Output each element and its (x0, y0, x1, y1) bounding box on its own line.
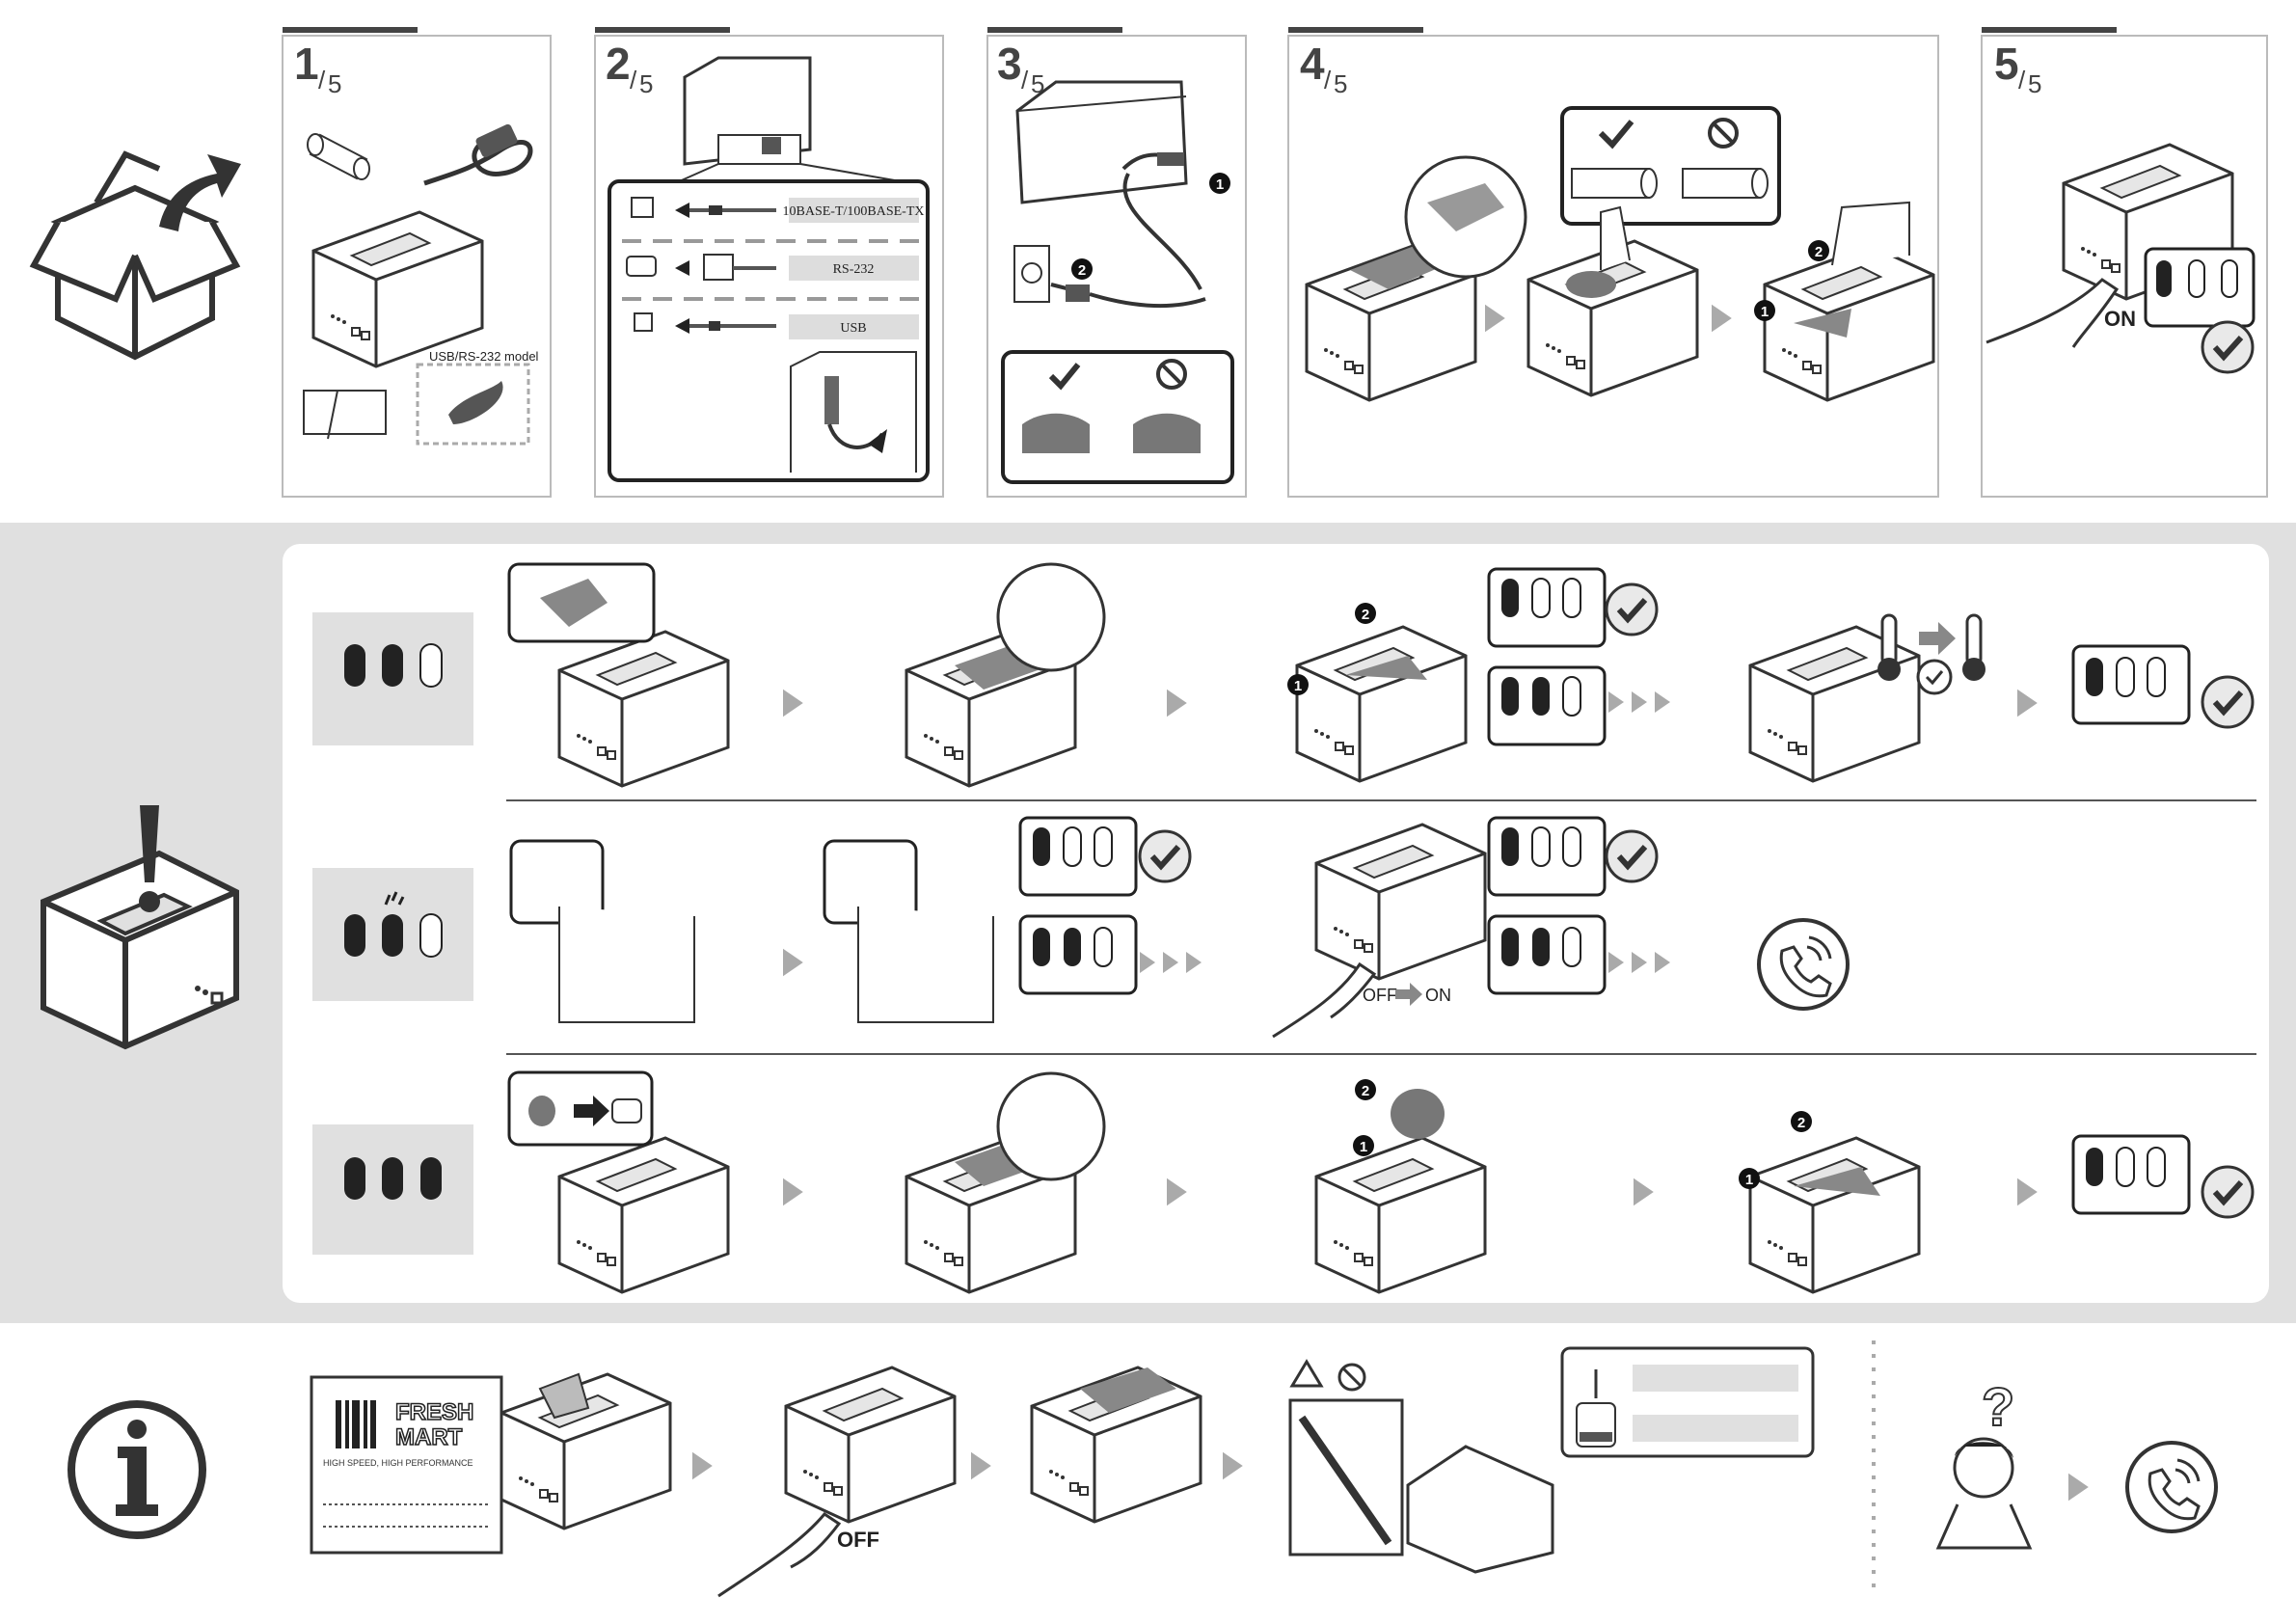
interface-usb-label: USB (840, 321, 866, 336)
callout-2: 2 (1797, 1115, 1805, 1131)
usb-rs232-model-label: USB/RS-232 model (429, 349, 539, 364)
phone-support-icon (1759, 920, 1848, 1009)
step-number: 5 (1994, 39, 2019, 89)
callout-2: 2 (1362, 1083, 1369, 1099)
setup-step-3: 3 / 5 1 2 (987, 27, 1246, 497)
callout-1: 1 (1360, 1139, 1367, 1155)
sample-receipt: FRESH MART HIGH SPEED, HIGH PERFORMANCE (311, 1377, 501, 1553)
svg-text:/: / (2018, 66, 2026, 95)
checkmark-icon (1607, 831, 1657, 881)
step-total: 5 (2028, 69, 2041, 98)
setup-step-1: 1 / 5 USB/RS-232 model (283, 27, 551, 497)
info-icon (71, 1404, 203, 1535)
svg-text:/: / (1021, 66, 1029, 95)
step-number: 4 (1300, 39, 1325, 89)
svg-text:?: ? (1982, 1376, 2014, 1437)
callout-2: 2 (1078, 262, 1086, 279)
manual-sheet-icon (304, 391, 386, 439)
checkmark-icon (2202, 1167, 2253, 1217)
callout-1: 1 (1761, 304, 1769, 320)
cleaning-illustration (1290, 1348, 1813, 1572)
callout-1: 1 (1216, 176, 1224, 193)
receipt-tagline: HIGH SPEED, HIGH PERFORMANCE (323, 1458, 473, 1468)
receipt-brand-line1: FRESH (395, 1399, 473, 1425)
unbox-icon (34, 154, 241, 357)
step-number: 1 (294, 39, 319, 89)
thermometer-icon (1877, 615, 1901, 681)
callout-2: 2 (1362, 607, 1369, 623)
checkmark-icon (2202, 677, 2253, 727)
phone-support-icon (2127, 1443, 2216, 1531)
step-number: 3 (997, 39, 1022, 89)
setup-step-5: 5 / 5 ON (1982, 27, 2267, 497)
svg-text:/: / (1324, 66, 1332, 95)
receipt-brand-line2: MART (395, 1424, 463, 1450)
step-total: 5 (1334, 69, 1347, 98)
callout-1: 1 (1745, 1172, 1753, 1188)
power-on-label: ON (1425, 986, 1451, 1005)
power-on-label: ON (2104, 307, 2136, 331)
question-icon: ? (1938, 1376, 2030, 1548)
callout-1: 1 (1294, 678, 1302, 694)
timer-icon (1918, 661, 1951, 693)
checkmark-icon (1607, 584, 1657, 635)
interface-serial-label: RS-232 (833, 262, 875, 277)
svg-text:/: / (630, 66, 637, 95)
step-total: 5 (328, 69, 341, 98)
step-number: 2 (606, 39, 631, 89)
svg-text:/: / (318, 66, 326, 95)
setup-step-4: 4 / 5 1 2 (1288, 27, 1938, 497)
checkmark-icon (2202, 322, 2253, 372)
power-off-label: OFF (1363, 986, 1397, 1005)
thermometer-icon (1962, 615, 1985, 681)
callout-2: 2 (1815, 244, 1823, 260)
interface-ethernet-label: 10BASE-T/100BASE-TX (783, 204, 925, 219)
checkmark-icon (1140, 831, 1190, 881)
step-total: 5 (639, 69, 653, 98)
setup-step-2: 2 / 5 10BASE-T/100BASE-TX RS-232 USB (595, 27, 943, 497)
power-off-label: OFF (837, 1528, 879, 1552)
